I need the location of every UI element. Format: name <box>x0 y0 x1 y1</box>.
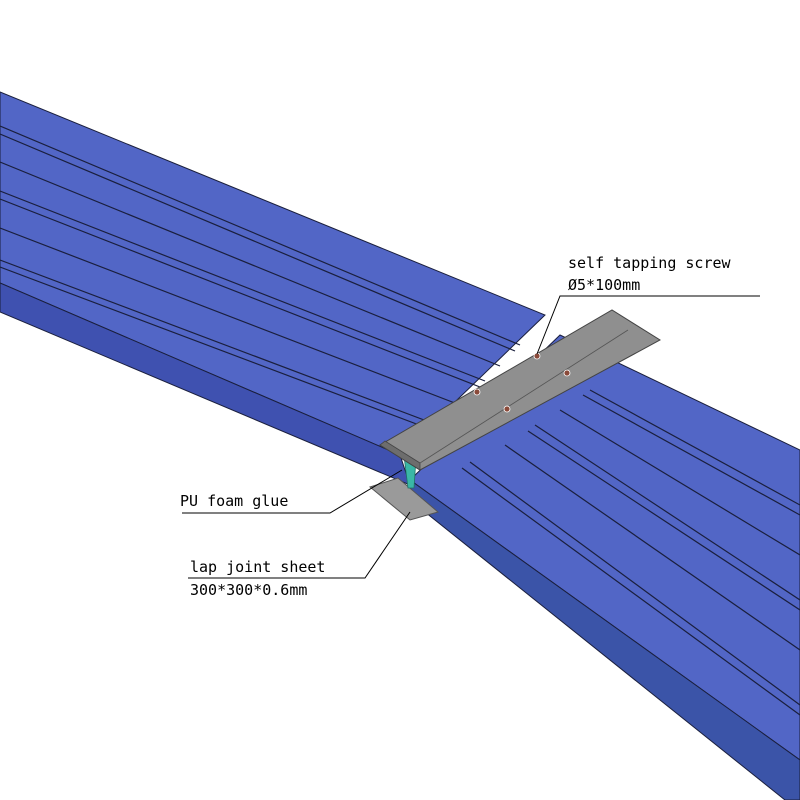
screw-label: self tapping screw <box>568 254 732 272</box>
leader-line <box>536 295 760 355</box>
left-panel-ribs <box>0 125 521 432</box>
screw-head <box>473 388 481 396</box>
leader-line <box>188 511 411 579</box>
screw-head <box>563 369 571 377</box>
glue-label: PU foam glue <box>180 492 288 510</box>
left-sandwich-panel <box>0 91 546 486</box>
callout-glue: PU foam glue <box>180 469 403 514</box>
right-sandwich-panel <box>409 334 800 800</box>
right-panel-ribs <box>461 389 800 716</box>
lap-sheet-spec: 300*300*0.6mm <box>190 581 307 599</box>
screw-spec: Ø5*100mm <box>568 276 640 294</box>
lap-sheet-label: lap joint sheet <box>190 558 325 576</box>
leader-line <box>182 469 403 514</box>
lap-joint-sheet <box>368 477 440 521</box>
callout-screw: self tapping screw Ø5*100mm <box>536 254 760 355</box>
callout-lap-sheet: lap joint sheet 300*300*0.6mm <box>188 511 411 599</box>
screw-head <box>503 405 511 413</box>
screw-heads <box>473 352 571 413</box>
